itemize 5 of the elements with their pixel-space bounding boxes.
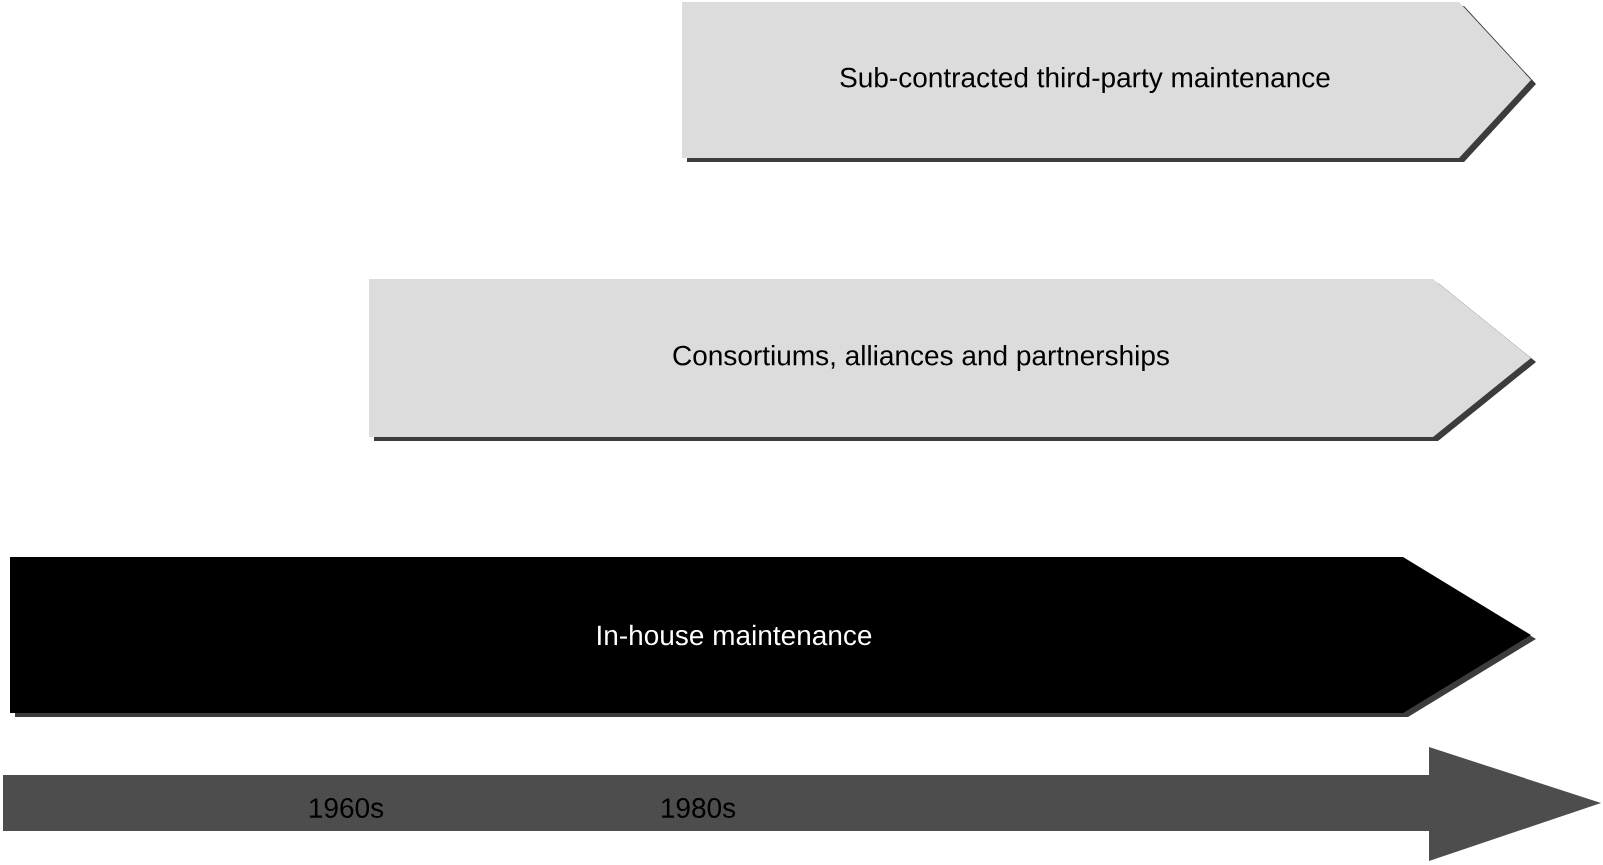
chevron-band: In-house maintenance [10, 557, 1536, 717]
chevron-band: Consortiums, alliances and partnerships [369, 279, 1536, 441]
year-label: 1960s [310, 798, 384, 818]
chevron-band: Sub-contracted third-party maintenance [682, 2, 1536, 162]
year-label: 1980s [662, 798, 736, 818]
